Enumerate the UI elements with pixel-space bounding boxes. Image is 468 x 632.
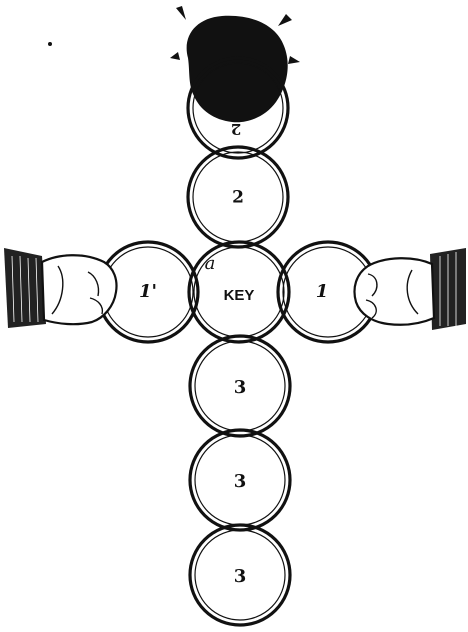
ring-upper: 2 — [188, 147, 288, 247]
ring-lower-3: 3 — [190, 525, 290, 625]
ink-speck — [48, 42, 52, 46]
ring-lower-2-label: 3 — [234, 471, 247, 492]
ring-lower-2: 3 — [190, 430, 290, 530]
ring-lower-1: 3 — [190, 336, 290, 436]
ring-key: KEY a — [189, 242, 289, 342]
ring-lower-3-label: 3 — [234, 566, 247, 587]
ring-key-mark: a — [205, 253, 216, 274]
ring-upper-label: 2 — [232, 188, 244, 208]
ring-left-label: 1' — [139, 281, 157, 302]
ring-right-label: 1 — [316, 281, 329, 302]
left-hand — [4, 248, 117, 328]
ring-key-label: KEY — [224, 287, 255, 304]
ring-lower-1-label: 3 — [234, 377, 247, 398]
ring-top-label: 2 — [231, 120, 241, 138]
right-hand — [355, 248, 467, 330]
